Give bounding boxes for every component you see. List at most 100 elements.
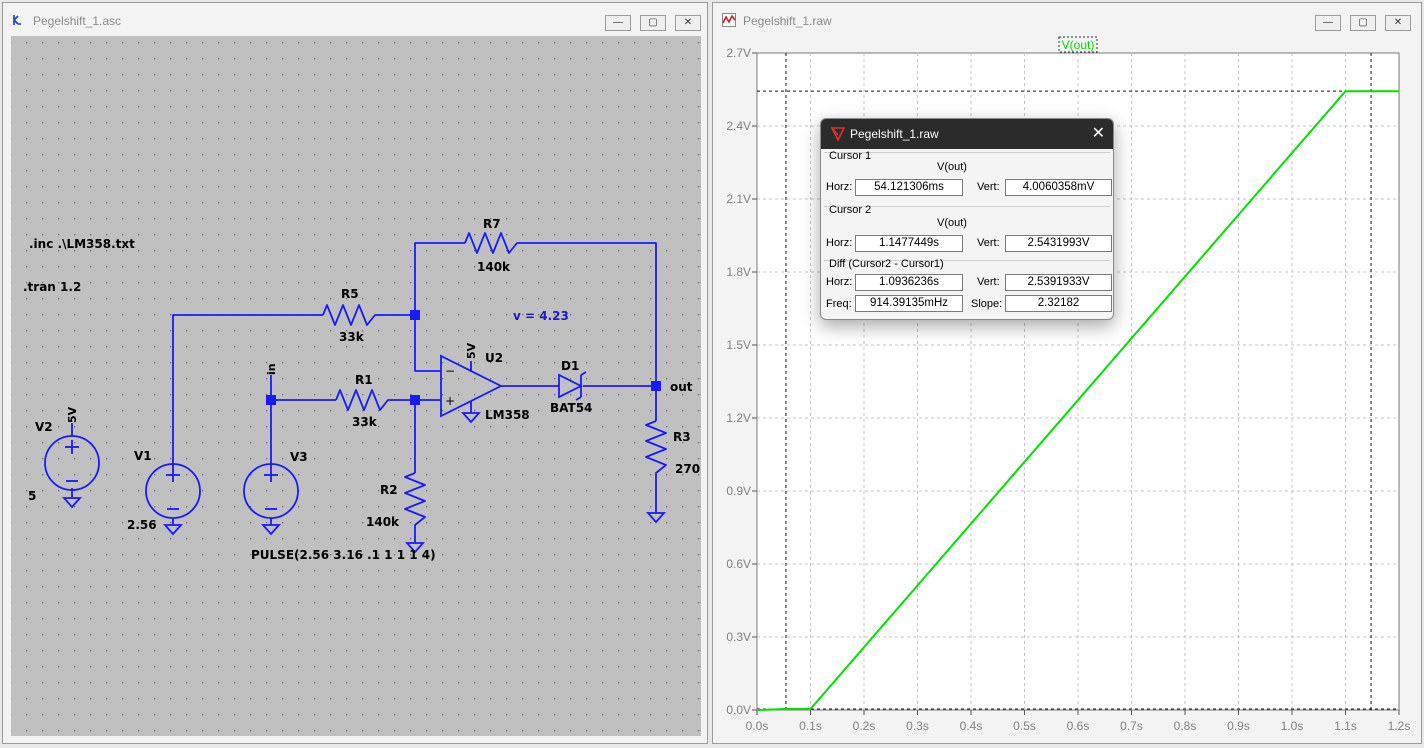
cursor1-horz-field[interactable]: 54.121306ms [855, 179, 963, 196]
schematic-title: Pegelshift_1.asc [33, 14, 122, 28]
voltage-source-v2[interactable] [44, 423, 100, 491]
x-tick-label: 1.2s [1388, 719, 1411, 733]
y-axis-ticks: 0.0V 0.3V 0.6V 0.9V 1.2V 1.5V 1.8V 2.1V 2.4V 2.7V [726, 46, 757, 717]
y-tick-label: 0.6V [726, 557, 751, 571]
trace-v-out[interactable] [756, 90, 1399, 711]
x-tick-label: 1.0s [1281, 719, 1304, 733]
maximize-button[interactable]: ▢ [640, 15, 666, 31]
ground-symbols [61, 412, 667, 554]
minimize-button[interactable]: — [1315, 15, 1341, 31]
r5-value[interactable]: 33k [339, 330, 365, 344]
x-tick-label: 0.3s [906, 719, 929, 733]
diff-horz-label: Horz: [826, 276, 853, 288]
v2-value[interactable]: 5 [28, 489, 36, 503]
net-label-out[interactable]: out [670, 380, 693, 394]
cursor1-trace: V(out) [937, 161, 967, 173]
x-tick-label: 0.5s [1013, 719, 1036, 733]
y-tick-label: 0.9V [726, 484, 751, 498]
r1-value[interactable]: 33k [352, 415, 378, 429]
v1-value[interactable]: 2.56 [127, 518, 157, 532]
opamp-minus-sign: − [445, 364, 455, 378]
opamp-plus-sign: + [445, 394, 455, 408]
cursor2-horz-field[interactable]: 1.1477449s [855, 235, 963, 252]
minimize-button[interactable]: — [605, 15, 631, 31]
x-tick-label: 0.1s [799, 719, 822, 733]
slope-field[interactable]: 2.32182 [1005, 295, 1112, 312]
diode-d1-symbol[interactable] [558, 371, 587, 401]
net-label-in[interactable]: in [265, 363, 278, 375]
inc-directive[interactable]: .inc .\LM358.txt [29, 237, 135, 251]
y-tick-label: 2.4V [726, 119, 751, 133]
opamp-u2-symbol[interactable] [440, 354, 504, 418]
schematic-window[interactable]: Pegelshift_1.asc — ▢ ✕ [2, 2, 708, 744]
freq-field[interactable]: 914.39135mHz [855, 295, 963, 312]
cursor2-vert-label: Vert: [977, 237, 1000, 249]
y-tick-label: 0.0V [726, 703, 751, 717]
trace-label-box [1058, 36, 1098, 53]
r2-value[interactable]: 140k [366, 515, 400, 529]
x-tick-label: 0.8s [1174, 719, 1197, 733]
cursor1-vert-field[interactable]: 4.0060358mV [1005, 179, 1112, 196]
y-tick-label: 1.8V [726, 265, 751, 279]
diff-group [824, 260, 1110, 261]
diff-vert-field[interactable]: 2.5391933V [1005, 274, 1112, 291]
u2-supply-label: 5V [465, 342, 478, 359]
cursor-icon [830, 127, 846, 142]
r3-value[interactable]: 270 [675, 462, 700, 476]
schematic-canvas[interactable]: − + [11, 36, 701, 736]
x-tick-label: 0.4s [960, 719, 983, 733]
schematic-titlebar[interactable]: Pegelshift_1.asc — ▢ ✕ [3, 3, 707, 37]
close-icon[interactable]: ✕ [1091, 125, 1105, 142]
trace-label[interactable]: V(out) [1062, 38, 1095, 52]
cursor1-group [824, 152, 1110, 153]
waveform-plot[interactable]: 0.0V 0.3V 0.6V 0.9V 1.2V 1.5V 1.8V 2.1V 2.4V 2.7V… [714, 36, 1420, 742]
diff-label: Diff (Cursor2 - Cursor1) [829, 258, 944, 270]
v3-name: V3 [290, 450, 308, 464]
diff-vert-label: Vert: [977, 276, 1000, 288]
r2-name: R2 [380, 483, 398, 497]
cursor1-vert-label: Vert: [977, 181, 1000, 193]
junction-dots [266, 310, 661, 405]
cursor2-vert-field[interactable]: 2.5431993V [1005, 235, 1112, 252]
voltage-source-v3[interactable] [243, 463, 299, 519]
cursor2-trace: V(out) [937, 217, 967, 229]
x-tick-label: 0.9s [1227, 719, 1250, 733]
diff-horz-field[interactable]: 1.0936236s [855, 274, 963, 291]
voltage-source-v1[interactable] [145, 463, 201, 519]
cursor-dialog-titlebar[interactable]: Pegelshift_1.raw ✕ [821, 119, 1113, 149]
cursor2-horz-label: Horz: [826, 237, 853, 249]
r7-value[interactable]: 140k [477, 260, 511, 274]
r5-name: R5 [341, 287, 359, 301]
cursor2-label: Cursor 2 [829, 204, 872, 216]
cursor-lines[interactable] [757, 53, 1399, 710]
waveform-titlebar[interactable]: Pegelshift_1.raw — ▢ ✕ [713, 3, 1421, 37]
v3-value[interactable]: PULSE(2.56 3.16 .1 1 1 1 4) [251, 548, 436, 562]
voltage-annotation[interactable]: v = 4.23 [513, 309, 569, 323]
v1-name: V1 [134, 449, 152, 463]
schematic-wires [71, 232, 667, 543]
r3-name: R3 [673, 430, 691, 444]
y-tick-label: 2.7V [726, 46, 751, 60]
x-tick-label: 0.0s [746, 719, 769, 733]
y-tick-label: 1.5V [726, 338, 751, 352]
d1-name: D1 [561, 359, 579, 373]
u2-value[interactable]: LM358 [485, 408, 530, 422]
x-tick-label: 0.2s [853, 719, 876, 733]
x-tick-label: 0.7s [1120, 719, 1143, 733]
close-button[interactable]: ✕ [1385, 15, 1411, 31]
slope-label: Slope: [971, 298, 1003, 310]
close-button[interactable]: ✕ [675, 15, 701, 31]
u2-name: U2 [485, 351, 503, 365]
maximize-button[interactable]: ▢ [1350, 15, 1376, 31]
v2-name: V2 [35, 420, 53, 434]
y-tick-label: 1.2V [726, 411, 751, 425]
d1-value[interactable]: BAT54 [550, 401, 592, 415]
waveform-title: Pegelshift_1.raw [743, 14, 832, 28]
r1-name: R1 [355, 373, 373, 387]
y-tick-label: 0.3V [726, 630, 751, 644]
y-tick-label: 2.1V [726, 192, 751, 206]
tran-directive[interactable]: .tran 1.2 [23, 280, 81, 294]
cursor2-group [824, 206, 1110, 207]
cursor-dialog[interactable]: Pegelshift_1.raw ✕ Cursor 1 V(out) Horz:… [820, 118, 1114, 320]
